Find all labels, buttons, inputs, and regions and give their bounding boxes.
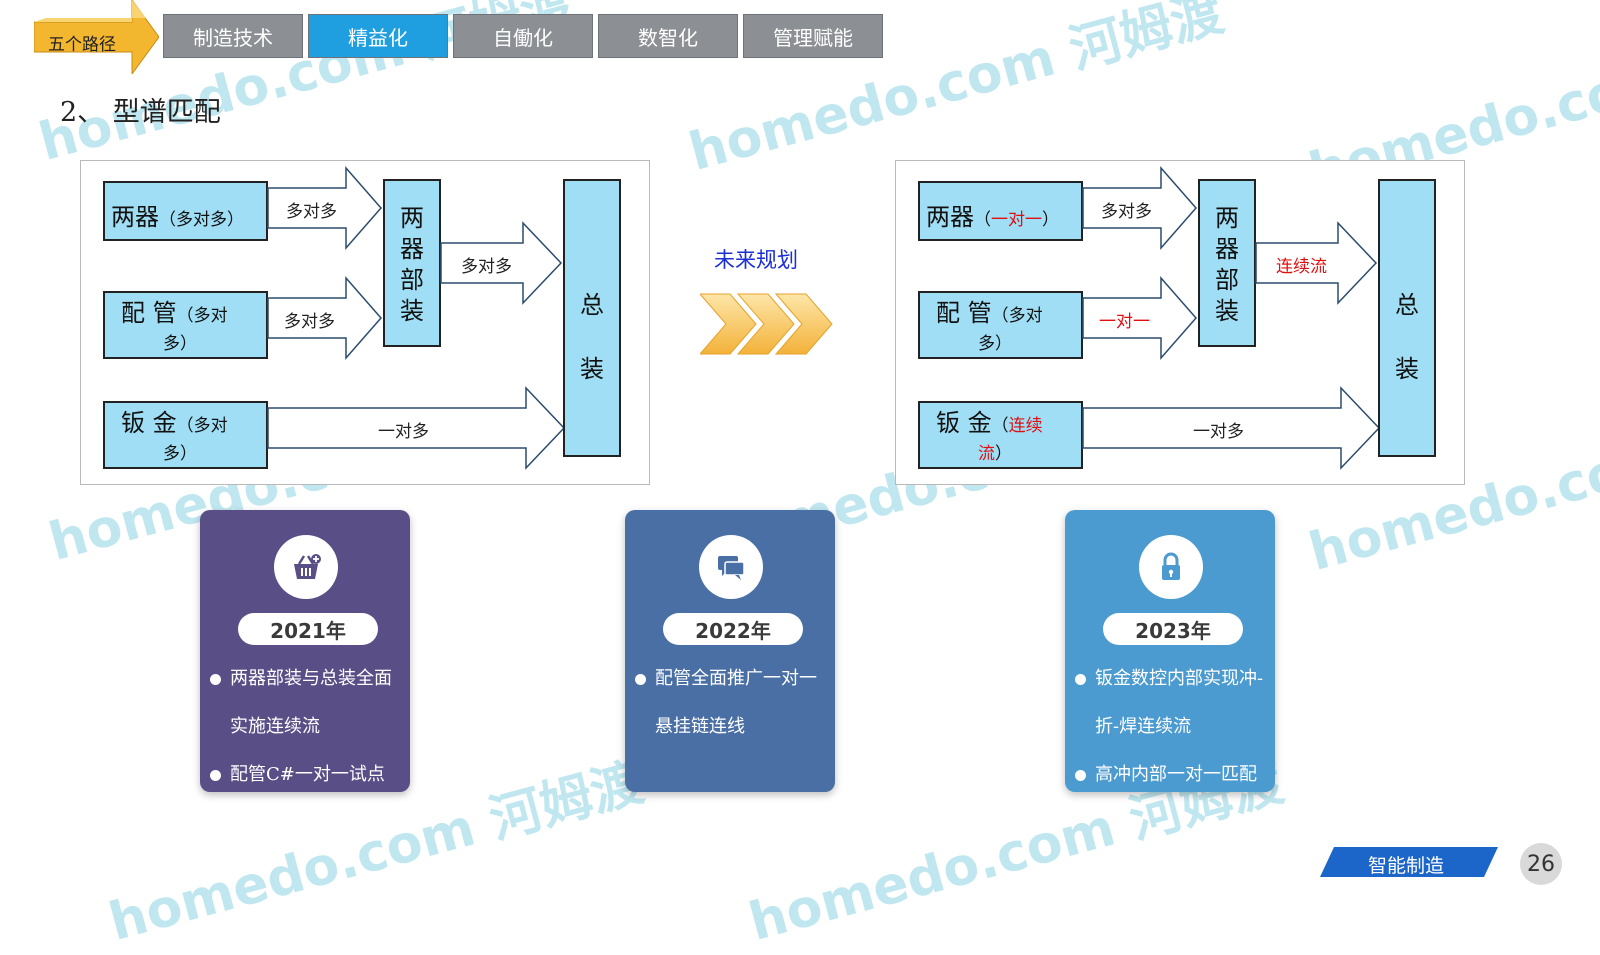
list-item: 钣金数控内部实现冲-折-焊连续流 <box>1075 655 1271 751</box>
tab-management-empowerment[interactable]: 管理赋能 <box>743 14 883 58</box>
footer-section-tag: 智能制造 <box>1320 847 1498 877</box>
arrow-label: 一对多 <box>1193 422 1244 442</box>
lock-icon <box>1139 535 1203 599</box>
source-box-two-devices: 两器（一对一） <box>918 181 1083 241</box>
arrow-label: 多对多 <box>1101 202 1152 222</box>
subassembly-box: 两 器 部 装 <box>1198 179 1256 347</box>
list-item: 配管C#一对一试点 <box>210 751 406 799</box>
future-state-diagram: 两器（一对一） 配 管（多对 多） 钣 金（连续 流） 多对多 一对一 两 器 … <box>895 160 1465 485</box>
tab-digital-intelligence[interactable]: 数智化 <box>598 14 738 58</box>
final-assembly-box: 总 装 <box>1378 179 1436 457</box>
timeline-card-2023: 2023年 钣金数控内部实现冲-折-焊连续流 高冲内部一对一匹配 <box>1065 510 1275 792</box>
chevron-arrows-icon <box>698 290 840 364</box>
tab-manufacturing-tech[interactable]: 制造技术 <box>163 14 303 58</box>
arrow-label: 连续流 <box>1276 257 1327 277</box>
arrow-label: 多对多 <box>461 257 512 277</box>
chat-bubbles-icon <box>699 535 763 599</box>
future-plan-label: 未来规划 <box>714 248 798 272</box>
year-badge: 2023年 <box>1103 613 1243 645</box>
arrow-label: 多对多 <box>284 312 335 332</box>
source-box-piping: 配 管（多对 多） <box>103 291 268 359</box>
timeline-card-2022: 2022年 配管全面推广一对一悬挂链连线 <box>625 510 835 792</box>
source-box-sheet-metal: 钣 金（多对 多） <box>103 401 268 469</box>
source-box-two-devices: 两器（多对多） <box>103 181 268 241</box>
current-state-diagram: 两器（多对多） 配 管（多对 多） 钣 金（多对 多） 多对多 多对多 两 器 … <box>80 160 650 485</box>
list-item: 两器部装与总装全面实施连续流 <box>210 655 406 751</box>
tab-lean[interactable]: 精益化 <box>308 14 448 58</box>
source-box-piping: 配 管（多对 多） <box>918 291 1083 359</box>
year-badge: 2021年 <box>238 613 378 645</box>
subassembly-box: 两 器 部 装 <box>383 179 441 347</box>
list-item: 配管全面推广一对一悬挂链连线 <box>635 655 831 751</box>
list-item: 高冲内部一对一匹配 <box>1075 751 1271 799</box>
basket-add-icon <box>274 535 338 599</box>
path-label: 五个路径 <box>48 35 116 55</box>
gold-arrow-icon <box>34 0 159 74</box>
footer-tag-label: 智能制造 <box>1368 855 1445 877</box>
path-label-badge: 五个路径 <box>34 0 159 74</box>
timeline-card-2021: 2021年 两器部装与总装全面实施连续流 配管C#一对一试点 <box>200 510 410 792</box>
page-number: 26 <box>1520 843 1562 885</box>
year-badge: 2022年 <box>663 613 803 645</box>
page-title: 2、 型谱匹配 <box>60 97 221 128</box>
tab-jidoka[interactable]: 自働化 <box>453 14 593 58</box>
final-assembly-box: 总 装 <box>563 179 621 457</box>
arrow-label: 多对多 <box>286 202 337 222</box>
arrow-label: 一对一 <box>1099 312 1150 332</box>
source-box-sheet-metal: 钣 金（连续 流） <box>918 401 1083 469</box>
arrow-label: 一对多 <box>378 422 429 442</box>
